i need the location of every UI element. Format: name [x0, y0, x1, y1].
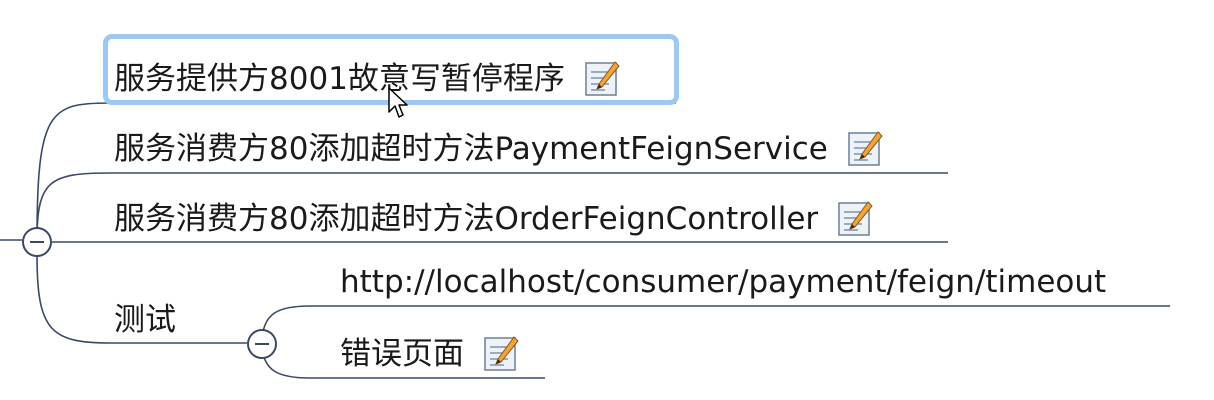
- node-test-url[interactable]: http://localhost/consumer/payment/feign/…: [340, 262, 1106, 302]
- node-provider-pause[interactable]: 服务提供方8001故意写暂停程序: [114, 59, 621, 99]
- connector-consumer-payment: [36, 172, 948, 241]
- connector-test: [36, 254, 247, 344]
- note-icon[interactable]: [583, 60, 621, 98]
- note-icon[interactable]: [836, 200, 874, 238]
- node-error-page[interactable]: 错误页面: [340, 334, 520, 374]
- node-label: 服务消费方80添加超时方法OrderFeignController: [114, 201, 819, 237]
- node-consumer-order-controller[interactable]: 服务消费方80添加超时方法OrderFeignController: [114, 199, 874, 239]
- node-test[interactable]: 测试: [114, 300, 176, 340]
- collapse-toggle-icon[interactable]: [22, 227, 52, 257]
- node-consumer-payment-service[interactable]: 服务消费方80添加超时方法PaymentFeignService: [114, 129, 884, 169]
- node-label: 服务提供方8001故意写暂停程序: [114, 61, 565, 97]
- node-label: 错误页面: [340, 336, 464, 372]
- node-label: 测试: [114, 302, 176, 338]
- note-icon[interactable]: [482, 335, 520, 373]
- note-icon[interactable]: [846, 130, 884, 168]
- node-label: 服务消费方80添加超时方法PaymentFeignService: [114, 131, 828, 167]
- node-label: http://localhost/consumer/payment/feign/…: [340, 264, 1107, 300]
- collapse-toggle-icon[interactable]: [247, 329, 277, 359]
- connector-provider-pause: [36, 102, 676, 241]
